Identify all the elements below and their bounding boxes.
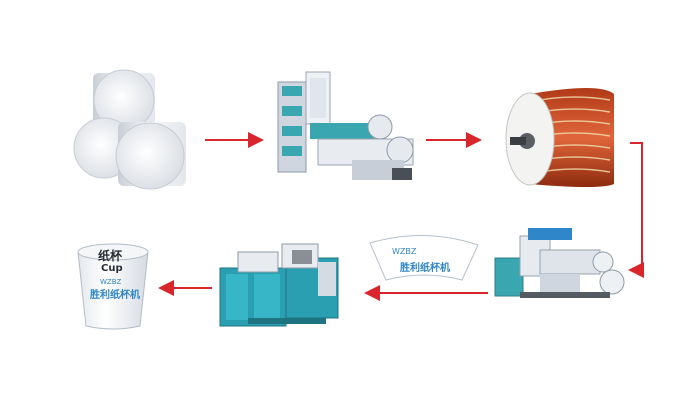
fan-chinese-text: 胜利纸杯机 — [399, 261, 450, 274]
cup-top-text-en: Cup — [101, 263, 123, 274]
cup-side-text: 胜利纸杯机 — [89, 288, 140, 301]
printed-roll-icon — [505, 88, 614, 187]
paper-roll-stack-icon — [73, 69, 186, 190]
arrow-3 — [628, 142, 644, 278]
cup-forming-machine-icon — [219, 243, 339, 327]
fan-brand-text: WZBZ — [392, 247, 417, 256]
cup-top-text-cn: 纸杯 — [98, 248, 123, 263]
paper-cup-icon: 纸杯 Cup WZBZ 胜利纸杯机 — [77, 243, 149, 330]
die-cutter-icon — [494, 228, 625, 298]
printing-press-icon — [277, 71, 414, 180]
cup-brand-text: WZBZ — [100, 278, 122, 286]
fan-blank-icon: WZBZ 胜利纸杯机 — [369, 234, 479, 281]
